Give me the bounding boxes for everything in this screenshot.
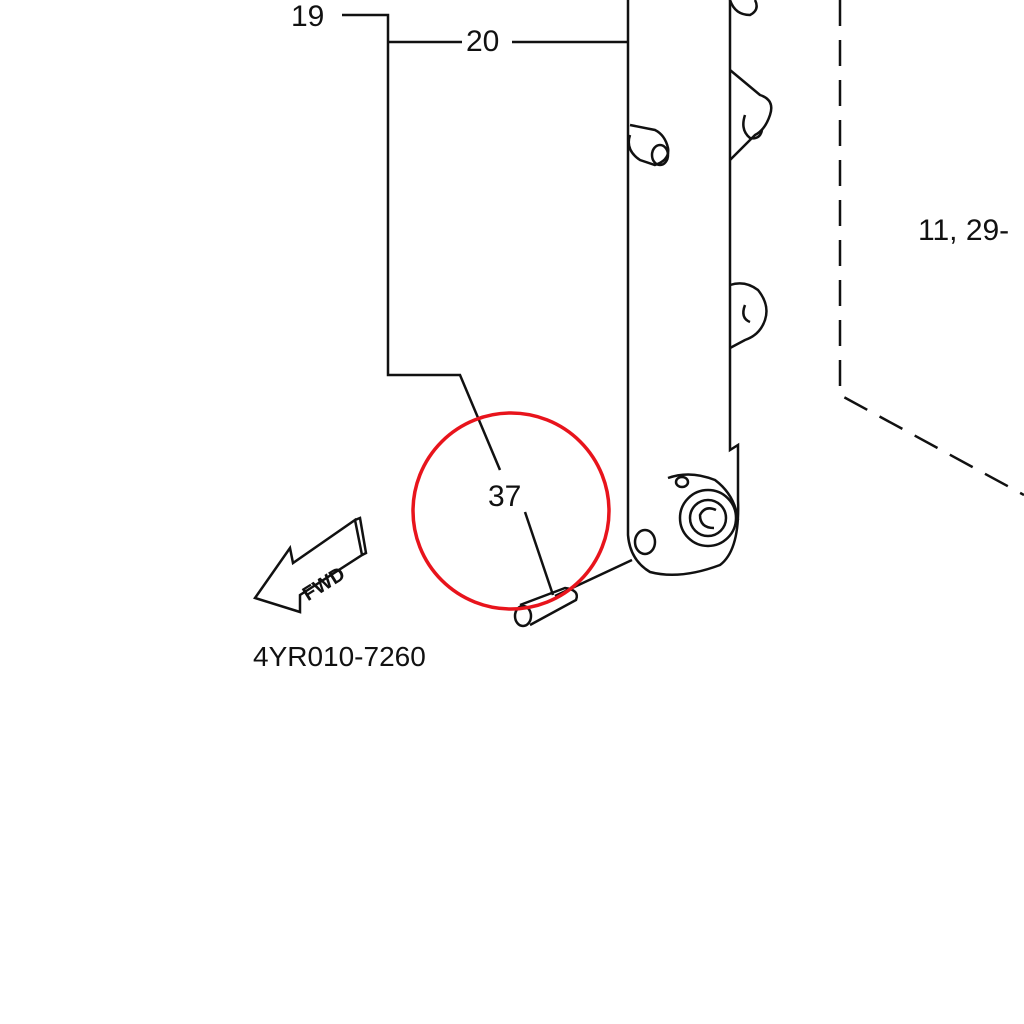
- diagram-code: 4YR010-7260: [253, 641, 426, 672]
- bolt-37: [513, 558, 633, 628]
- highlight-circle: [411, 411, 611, 611]
- fwd-arrow-icon: [252, 516, 368, 614]
- callout-20: 20: [466, 25, 500, 58]
- callout-37: 37: [488, 480, 522, 513]
- fork-outer-tube: [626, 0, 773, 577]
- leader-line-37: [523, 511, 555, 596]
- callout-19: 19: [291, 0, 325, 33]
- dashed-outline: [838, 0, 1024, 497]
- leader-line-19-37: [342, 13, 502, 471]
- callout-11-29: 11, 29-: [918, 214, 1010, 247]
